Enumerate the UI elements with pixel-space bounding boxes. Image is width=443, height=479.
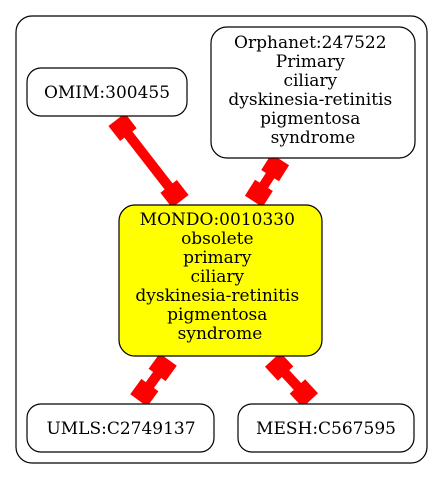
edge-head-end (289, 379, 319, 408)
node-omim[interactable]: OMIM:300455 (26, 67, 188, 117)
node-orphanet-line-4: dyskinesia-retinitis (228, 90, 392, 110)
node-mesh[interactable]: MESH:C567595 (237, 403, 415, 453)
node-umls-line-1: UMLS:C2749137 (46, 419, 195, 439)
edge-line (145, 371, 162, 389)
edge-head-end (130, 378, 159, 407)
node-orphanet[interactable]: Orphanet:247522 Primary ciliary dyskines… (210, 26, 416, 159)
edge-omim-mondo (108, 113, 189, 208)
edge-orphanet-mondo (244, 153, 290, 208)
edge-head-end (244, 179, 273, 208)
edge-head-start (108, 113, 137, 142)
edge-line (259, 172, 275, 189)
edge-head-start (261, 153, 290, 182)
edges-layer (108, 113, 319, 408)
node-umls[interactable]: UMLS:C2749137 (26, 403, 215, 453)
node-mondo[interactable]: MONDO:0010330 obsolete primary ciliary d… (118, 204, 323, 357)
node-mondo-line-2: obsolete (181, 229, 253, 249)
node-orphanet-line-6: syndrome (271, 128, 356, 148)
node-mesh-label: MESH:C567595 (256, 419, 396, 439)
edge-mondo-umls (130, 353, 177, 407)
edge-mondo-mesh (264, 352, 319, 408)
node-orphanet-line-3: ciliary (283, 71, 337, 91)
node-mondo-line-5: dyskinesia-retinitis (135, 286, 299, 306)
node-mondo-line-1: MONDO:0010330 (140, 210, 295, 230)
node-mondo-line-6: pigmentosa (167, 305, 267, 325)
edge-head-start (148, 353, 177, 382)
node-mondo-line-3: primary (183, 248, 252, 268)
node-orphanet-box (210, 26, 416, 159)
node-orphanet-label: Orphanet:247522 Primary ciliary dyskines… (228, 33, 397, 148)
edge-line (281, 369, 302, 391)
node-mondo-line-7: syndrome (178, 324, 263, 344)
node-omim-label: OMIM:300455 (44, 83, 170, 103)
node-omim-line-1: OMIM:300455 (44, 83, 170, 103)
node-mesh-line-1: MESH:C567595 (256, 419, 396, 439)
edge-line (124, 131, 173, 190)
node-orphanet-line-2: Primary (276, 52, 345, 72)
node-mondo-label: MONDO:0010330 obsolete primary ciliary d… (135, 210, 304, 344)
node-orphanet-line-5: pigmentosa (260, 109, 360, 129)
node-umls-label: UMLS:C2749137 (46, 419, 195, 439)
node-mondo-line-4: ciliary (190, 267, 244, 287)
node-orphanet-line-1: Orphanet:247522 (234, 33, 387, 53)
node-omim-box (26, 67, 188, 117)
node-mondo-box (118, 204, 323, 357)
node-umls-box (26, 403, 215, 453)
edge-head-start (264, 352, 294, 381)
node-mesh-box (237, 403, 415, 453)
edge-head-end (160, 179, 189, 208)
